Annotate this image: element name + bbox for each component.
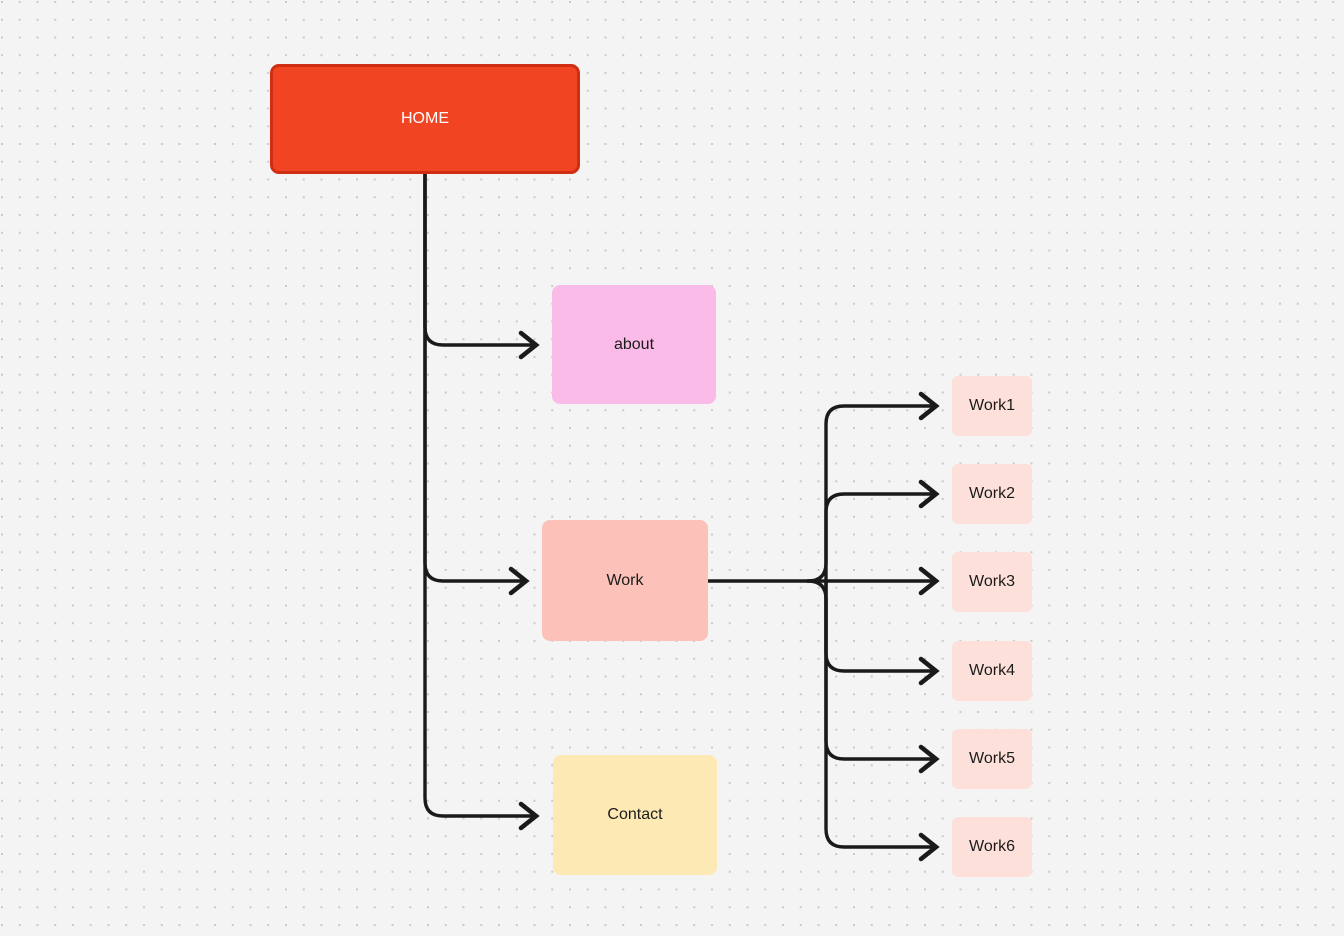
arrow-contact-icon xyxy=(518,801,540,831)
arrow-work1-icon xyxy=(918,391,940,421)
node-work2-label: Work2 xyxy=(969,485,1015,503)
node-work2[interactable]: Work2 xyxy=(952,464,1032,524)
node-work5-label: Work5 xyxy=(969,750,1015,768)
connector-work-work5 xyxy=(824,579,933,761)
arrow-work2-icon xyxy=(918,479,940,509)
node-work6-label: Work6 xyxy=(969,838,1015,856)
node-work6[interactable]: Work6 xyxy=(952,817,1032,877)
node-work-label: Work xyxy=(606,571,644,589)
node-work5[interactable]: Work5 xyxy=(952,729,1032,789)
connector-work-work4 xyxy=(824,579,933,673)
node-about-label: about xyxy=(613,335,655,353)
connector-work-work6 xyxy=(806,579,933,849)
node-contact-label: Contact xyxy=(607,806,663,824)
node-work[interactable]: Work xyxy=(542,520,708,641)
arrow-work5-icon xyxy=(918,744,940,774)
node-work3-label: Work3 xyxy=(969,573,1015,591)
arrow-work6-icon xyxy=(918,832,940,862)
node-home-label: HOME xyxy=(401,110,449,128)
node-home[interactable]: HOME xyxy=(270,64,580,174)
connector-work-work1 xyxy=(706,404,933,583)
node-work1[interactable]: Work1 xyxy=(952,376,1032,436)
arrow-work-icon xyxy=(508,566,530,596)
node-about[interactable]: about xyxy=(552,285,716,404)
node-work1-label: Work1 xyxy=(969,397,1015,415)
arrow-work3-icon xyxy=(918,566,940,596)
connector-home-about xyxy=(423,171,533,347)
arrow-work4-icon xyxy=(918,656,940,686)
node-work4-label: Work4 xyxy=(969,662,1015,680)
node-contact[interactable]: Contact xyxy=(553,755,717,875)
node-work4[interactable]: Work4 xyxy=(952,641,1032,701)
arrow-about-icon xyxy=(518,330,540,360)
node-work3[interactable]: Work3 xyxy=(952,552,1032,612)
connector-home-work xyxy=(423,171,523,583)
connector-work-work2 xyxy=(824,492,933,583)
connector-home-contact xyxy=(423,171,533,818)
